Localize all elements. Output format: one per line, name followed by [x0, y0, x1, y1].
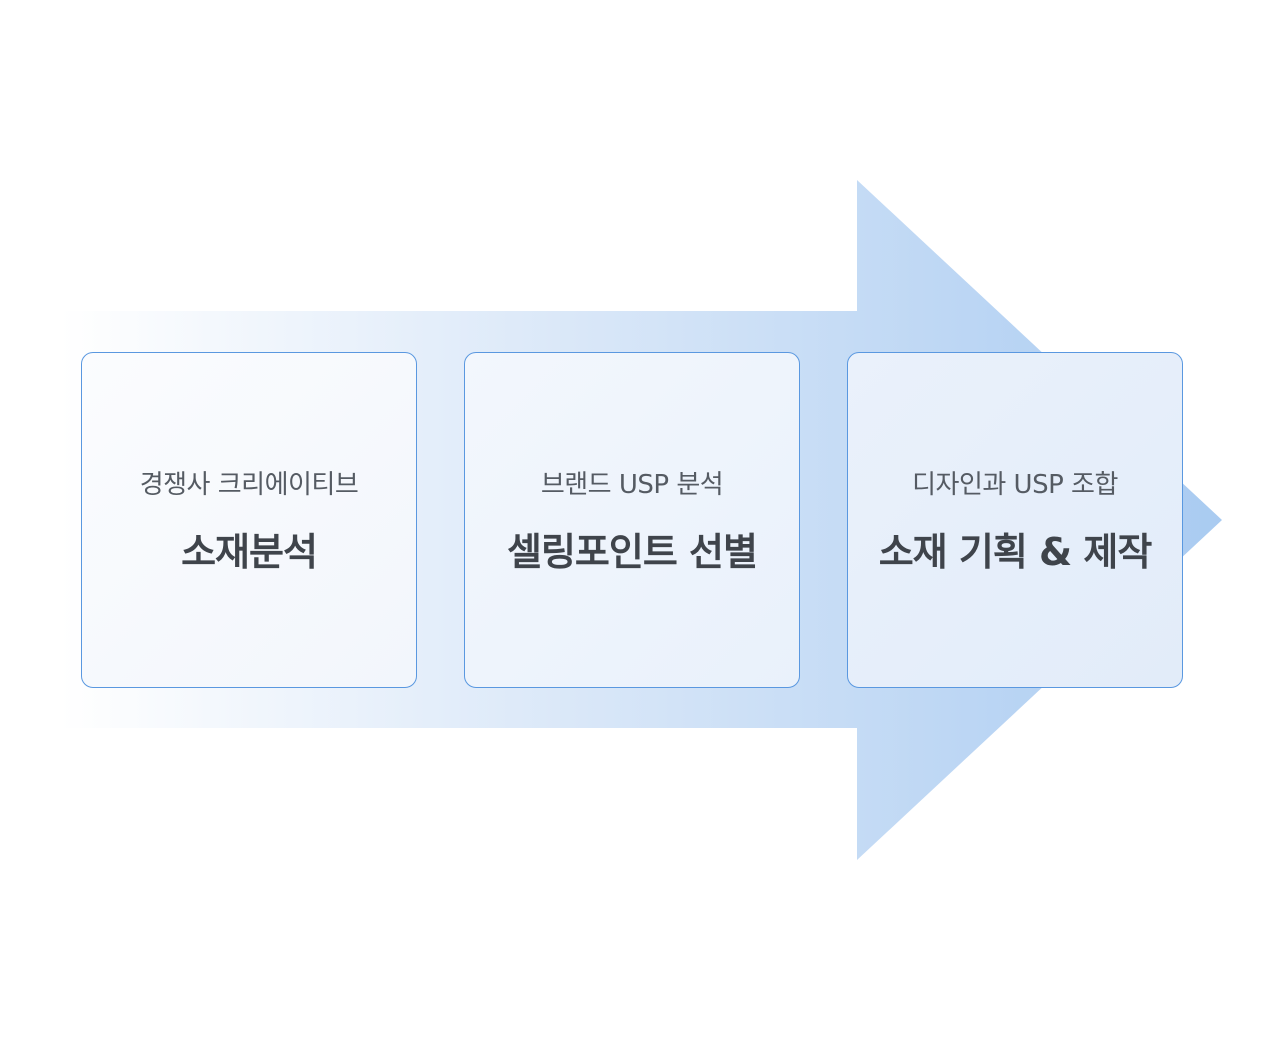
- step-title: 소재 기획 & 제작: [878, 530, 1153, 574]
- step-title: 소재분석: [181, 530, 318, 574]
- step-card-competitor-analysis: 경쟁사 크리에이티브 소재분석: [81, 352, 417, 688]
- step-subtitle: 경쟁사 크리에이티브: [139, 470, 359, 500]
- step-subtitle: 브랜드 USP 분석: [540, 470, 724, 500]
- step-title: 셀링포인트 선별: [507, 530, 758, 574]
- step-card-creative-production: 디자인과 USP 조합 소재 기획 & 제작: [847, 352, 1183, 688]
- step-subtitle: 디자인과 USP 조합: [912, 470, 1118, 500]
- step-card-selling-point: 브랜드 USP 분석 셀링포인트 선별: [464, 352, 800, 688]
